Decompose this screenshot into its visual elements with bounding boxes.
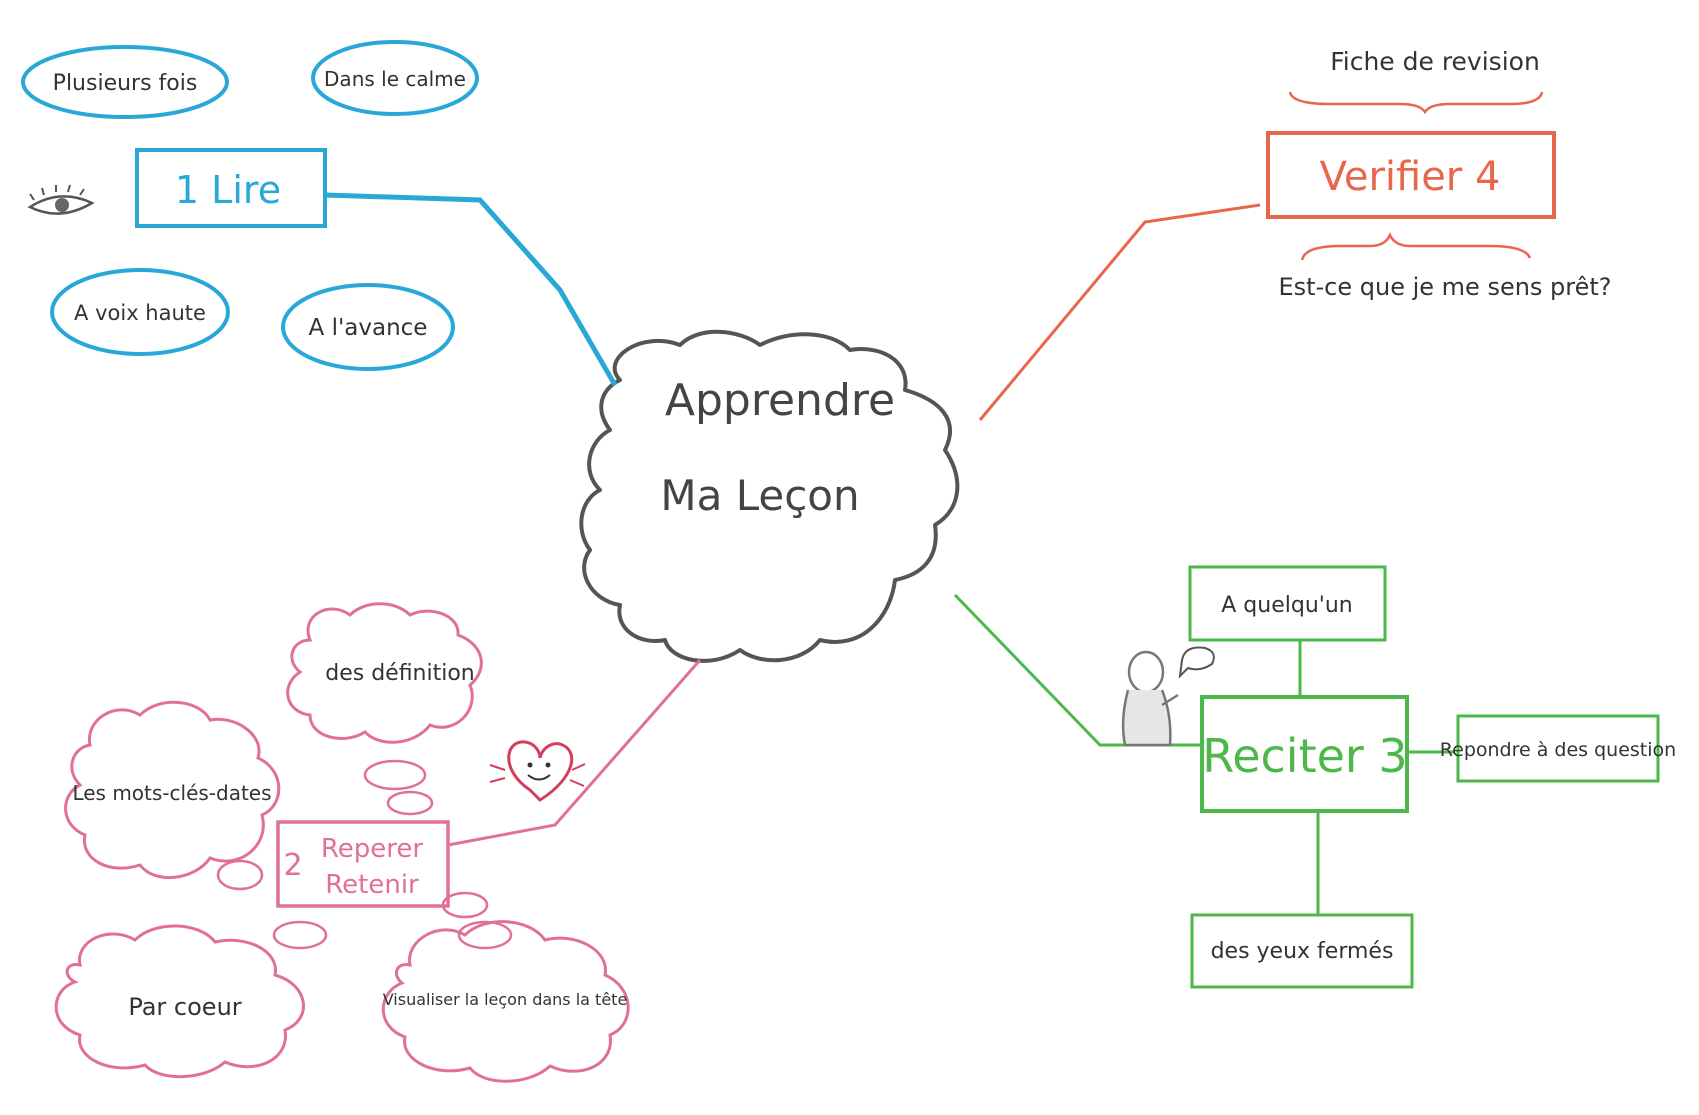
node-yeux-fermes-text: des yeux fermés (1211, 939, 1394, 964)
branch-verifier: Verifier 4 Fiche de revision Est-ce que … (978, 47, 1612, 421)
note-fiche-de-revision: Fiche de revision (1330, 47, 1540, 76)
cloud-mots-cles-dates: Les mots-clés-dates (64, 700, 281, 880)
branch-reperer: 2 Reperer Retenir des définition (54, 602, 702, 1083)
center-cloud-shape (579, 329, 960, 663)
oval-plusieurs-fois: Plusieurs fois (21, 45, 229, 119)
brace-bottom (1300, 231, 1532, 261)
heart-icon (489, 740, 586, 802)
oval-a-voix-haute-text: A voix haute (74, 301, 206, 325)
cloud-des-definition: des définition (286, 602, 483, 744)
node-reperer-line1: Reperer (321, 834, 424, 864)
node-verifier-box (1266, 131, 1556, 219)
oval-a-l-avance-text: A l'avance (309, 315, 428, 341)
oval-a-voix-haute: A voix haute (50, 268, 230, 356)
cloud-par-coeur: Par coeur (54, 924, 305, 1079)
node-reciter-label: Reciter 3 (1202, 729, 1407, 783)
node-a-quelquun-box (1188, 565, 1387, 642)
cloud-des-definition-text: des définition (325, 661, 475, 686)
oval-plusieurs-fois-text: Plusieurs fois (53, 71, 198, 96)
cloud-visualiser: Visualiser la leçon dans la tête (381, 920, 630, 1083)
node-reperer-line2: Retenir (325, 870, 419, 900)
eye-icon (27, 184, 95, 215)
person-speaking-icon (1121, 646, 1215, 747)
cloud-par-coeur-text: Par coeur (128, 993, 241, 1021)
node-repondre-text: Repondre à des question (1440, 739, 1676, 761)
connector-verifier (978, 203, 1261, 421)
center-title-line2: Ma Leçon (660, 471, 859, 520)
node-yeux-fermes-box (1190, 913, 1414, 989)
oval-dans-le-calme: Dans le calme (311, 40, 479, 116)
node-lire-box (135, 148, 327, 228)
branch-lire: 1 Lire Plusieurs fois Dans le calme A vo… (21, 40, 618, 387)
node-reperer-box (276, 820, 450, 908)
center-node: Apprendre Ma Leçon (579, 329, 960, 663)
connector-reperer (447, 659, 702, 847)
oval-a-l-avance: A l'avance (281, 283, 455, 371)
cloud-puffs-upper (216, 759, 513, 950)
node-repondre-box (1456, 714, 1660, 783)
note-est-ce-que-pret: Est-ce que je me sens prêt? (1278, 273, 1611, 301)
node-reperer-number: 2 (283, 848, 302, 883)
cloud-mots-cles-dates-text: Les mots-clés-dates (72, 781, 271, 805)
node-reciter-box (1200, 695, 1409, 813)
node-a-quelquun-text: A quelqu'un (1221, 593, 1352, 618)
branch-reciter: Reciter 3 A quelqu'un Repondre à des que… (953, 565, 1676, 989)
center-title-line1: Apprendre (665, 375, 895, 426)
node-lire-label: 1 Lire (175, 168, 281, 212)
connector-lire (324, 192, 618, 387)
cloud-visualiser-text: Visualiser la leçon dans la tête (383, 990, 628, 1009)
brace-top (1288, 91, 1544, 115)
node-verifier-label: Verifier 4 (1320, 154, 1501, 200)
oval-dans-le-calme-text: Dans le calme (324, 67, 466, 91)
